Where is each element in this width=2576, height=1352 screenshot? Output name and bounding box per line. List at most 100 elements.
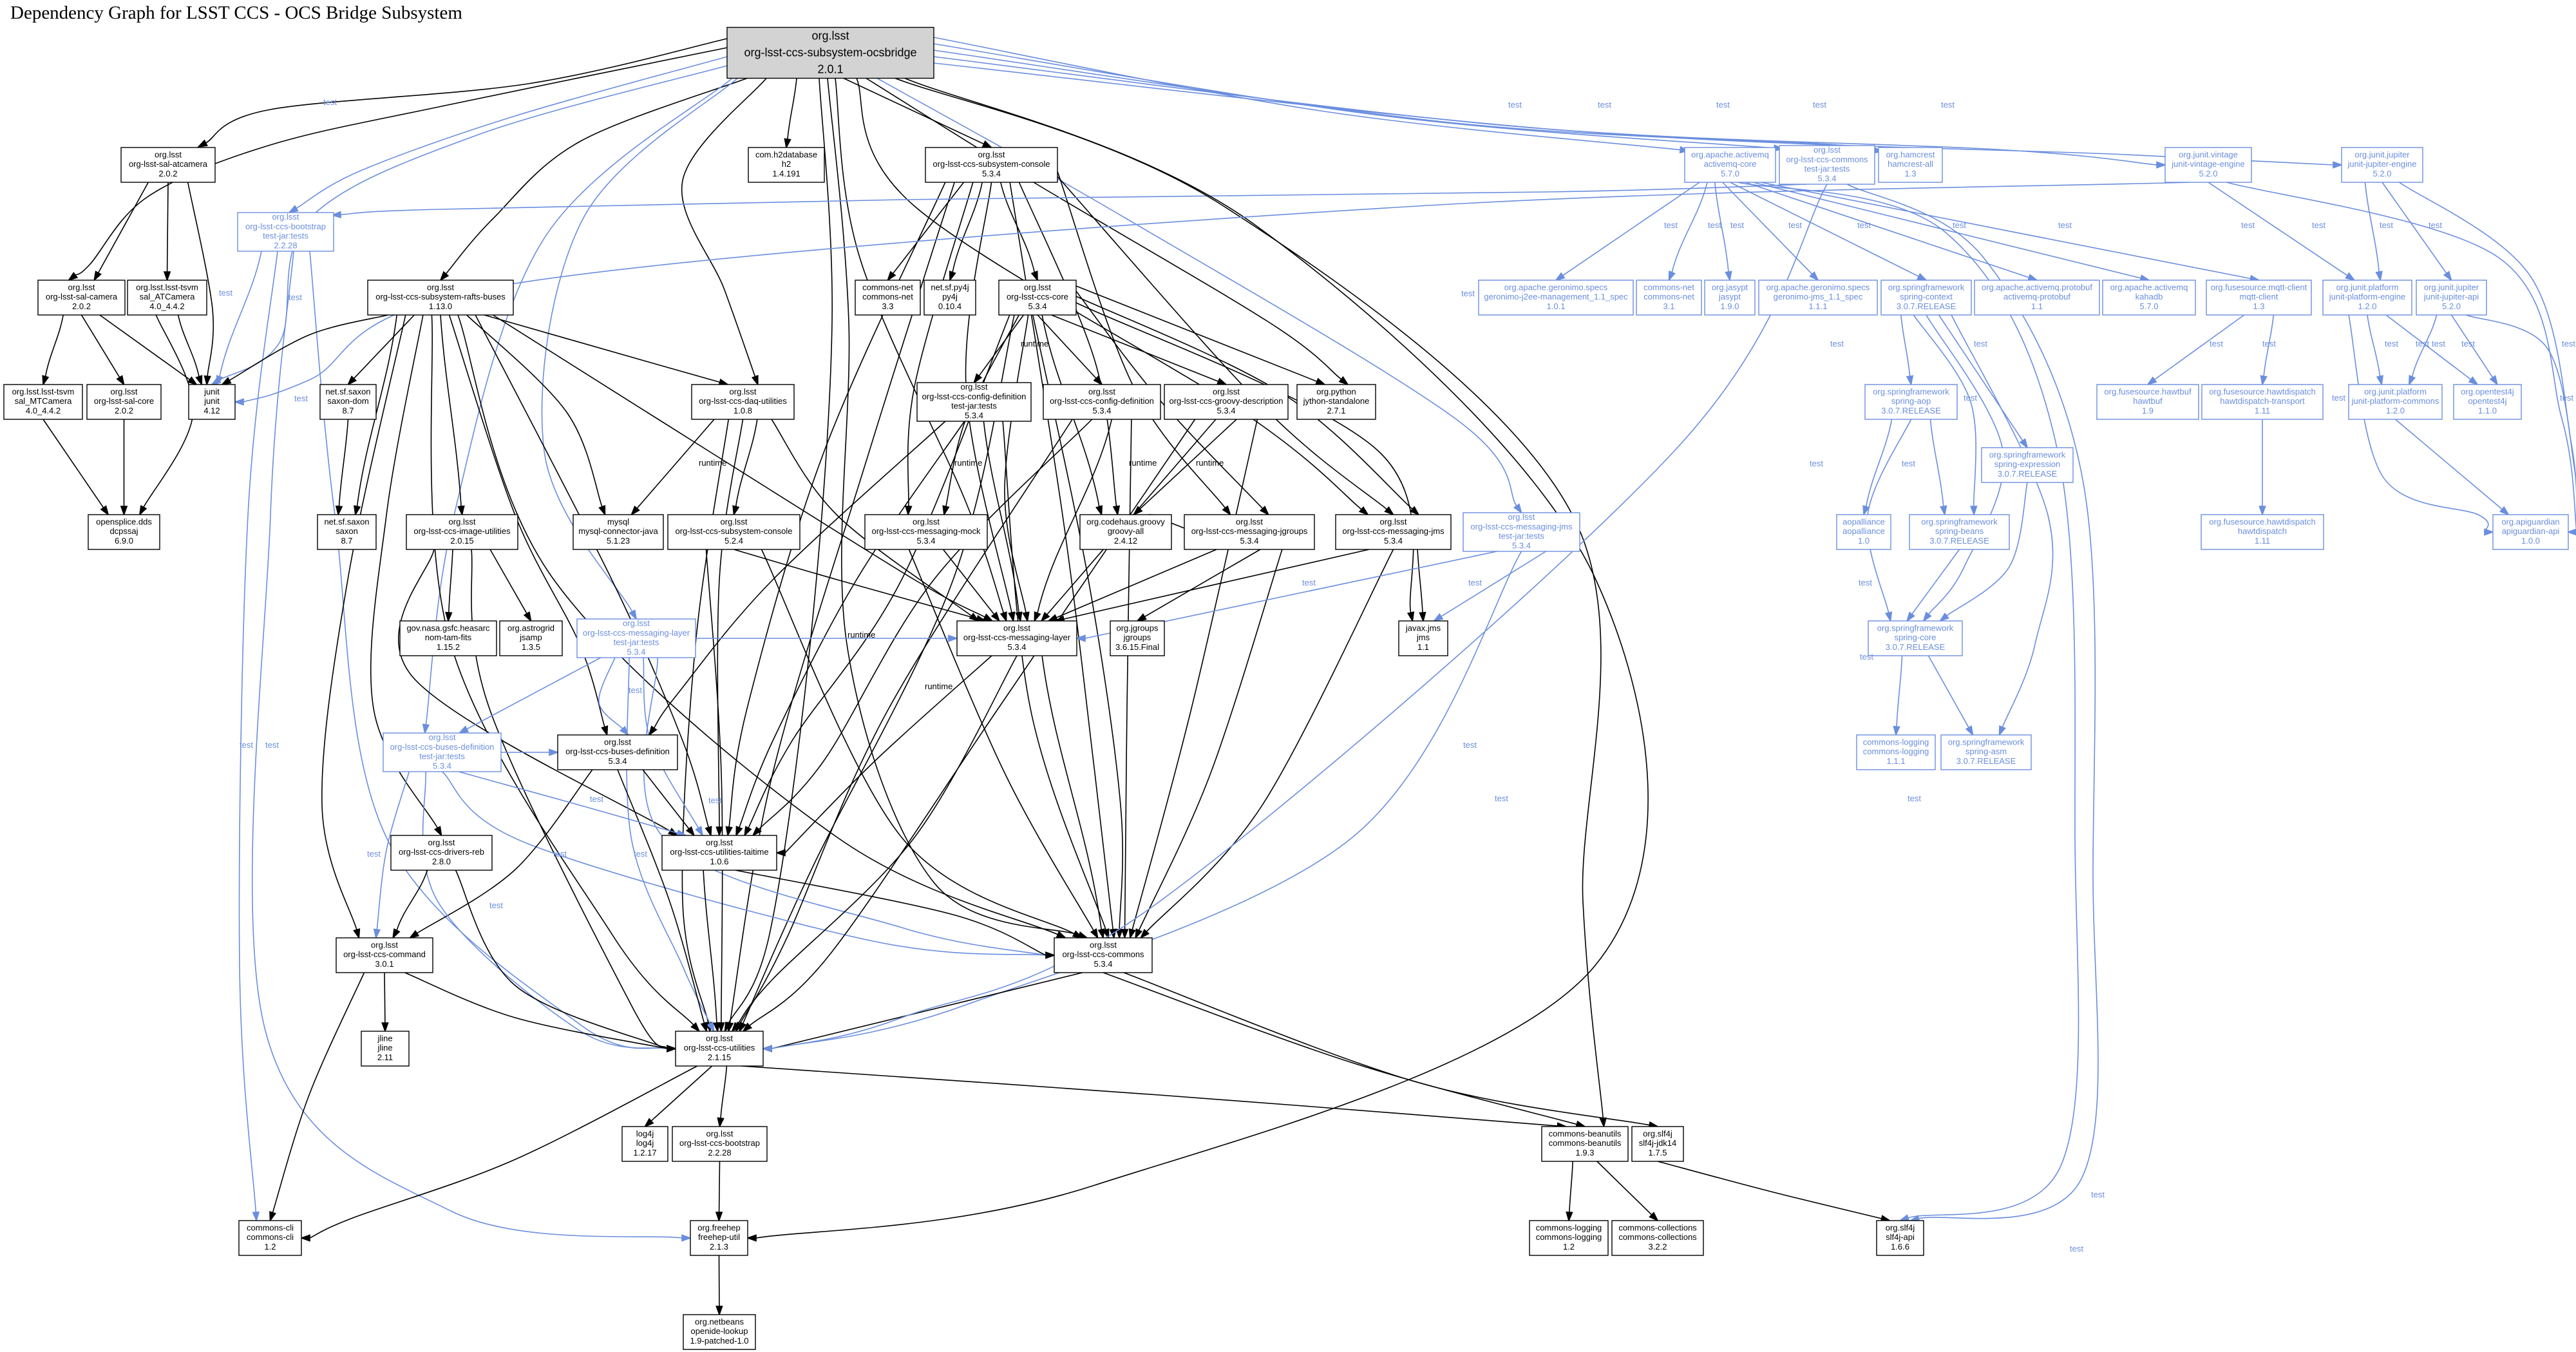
svg-text:jgroups: jgroups [1123,633,1151,642]
svg-text:commons-net: commons-net [1643,283,1694,292]
svg-text:org.lsst: org.lsst [721,517,748,527]
svg-text:org.slf4j: org.slf4j [1643,1129,1672,1139]
svg-text:test-jar:tests: test-jar:tests [1804,164,1850,174]
svg-text:org.lsst: org.lsst [623,618,650,628]
svg-text:test: test [1495,794,1508,803]
svg-text:org-lsst-ccs-image-utilities: org-lsst-ccs-image-utilities [413,526,511,536]
svg-text:1.15.2: 1.15.2 [437,642,460,652]
svg-text:junit: junit [204,396,220,406]
svg-text:jline: jline [377,1043,392,1052]
svg-text:org.lsst.lsst-tsvm: org.lsst.lsst-tsvm [136,283,198,292]
svg-text:commons-beanutils: commons-beanutils [1549,1129,1622,1139]
svg-text:org-lsst-ccs-config-definition: org-lsst-ccs-config-definition [1050,396,1154,406]
svg-text:commons-collections: commons-collections [1618,1223,1697,1233]
svg-text:org.lsst: org.lsst [68,283,95,292]
svg-text:org.lsst: org.lsst [706,838,733,848]
svg-text:1.1: 1.1 [2031,301,2043,311]
svg-text:3.0.7.RELEASE: 3.0.7.RELEASE [1886,642,1946,652]
svg-text:org-lsst-ccs-core: org-lsst-ccs-core [1007,292,1068,301]
svg-text:saxon-dom: saxon-dom [327,396,368,406]
svg-text:5.3.4: 5.3.4 [609,756,627,766]
svg-text:1.4.191: 1.4.191 [772,169,800,178]
svg-text:org.lsst: org.lsst [272,212,299,222]
svg-text:org-lsst-ccs-commons: org-lsst-ccs-commons [1062,949,1144,959]
svg-text:1.9.3: 1.9.3 [1576,1148,1595,1157]
svg-text:runtime: runtime [925,681,952,691]
svg-text:net.sf.saxon: net.sf.saxon [324,517,369,527]
svg-text:org.apache.activemq: org.apache.activemq [2110,283,2188,292]
svg-text:org.springframework: org.springframework [1948,738,2025,747]
svg-text:5.3.4: 5.3.4 [965,410,983,420]
svg-text:test: test [1830,339,1844,348]
svg-text:test: test [1813,100,1826,109]
svg-text:junit-jupiter-api: junit-jupiter-api [2423,292,2479,301]
svg-text:org-lsst-ccs-messaging-jgroups: org-lsst-ccs-messaging-jgroups [1191,526,1308,536]
svg-text:saxon: saxon [336,526,358,536]
svg-text:1.2.0: 1.2.0 [2386,406,2405,415]
svg-text:2.7.1: 2.7.1 [1327,406,1346,415]
svg-text:5.2.0: 5.2.0 [2199,169,2218,178]
svg-text:org.apache.geronimo.specs: org.apache.geronimo.specs [1766,283,1870,292]
svg-text:test: test [1857,220,1871,230]
svg-text:test: test [294,394,308,403]
svg-text:1.0.1: 1.0.1 [1547,301,1566,311]
svg-text:org.lsst: org.lsst [429,732,456,742]
svg-text:commons-net: commons-net [862,283,913,292]
svg-text:5.3.4: 5.3.4 [1240,536,1259,546]
svg-text:1.1: 1.1 [1417,642,1429,652]
svg-text:test: test [2432,339,2445,348]
svg-text:org-lsst-ccs-messaging-layer: org-lsst-ccs-messaging-layer [963,633,1071,642]
svg-text:jms: jms [1416,633,1430,642]
svg-text:test: test [2461,339,2475,348]
svg-text:org.lsst.lsst-tsvm: org.lsst.lsst-tsvm [12,387,75,397]
svg-text:org.junit.jupiter: org.junit.jupiter [2424,283,2479,292]
svg-text:org.opentest4j: org.opentest4j [2461,387,2514,397]
svg-text:org-lsst-ccs-messaging-jms: org-lsst-ccs-messaging-jms [1342,526,1444,536]
svg-text:opensplice.dds: opensplice.dds [96,517,152,527]
svg-text:3.0.1: 3.0.1 [375,959,394,969]
svg-text:freehep-util: freehep-util [698,1232,740,1242]
svg-text:test: test [1716,100,1730,109]
svg-text:1.9-patched-1.0: 1.9-patched-1.0 [690,1336,748,1346]
svg-text:test: test [1664,220,1678,230]
svg-text:mysql-connector-java: mysql-connector-java [578,526,658,536]
svg-text:org-lsst-ccs-command: org-lsst-ccs-command [343,949,426,959]
svg-text:3.2.2: 3.2.2 [1649,1242,1667,1252]
svg-text:junit-platform-commons: junit-platform-commons [2351,396,2439,406]
svg-text:org.junit.jupiter: org.junit.jupiter [2354,150,2410,160]
svg-text:gov.nasa.gsfc.heasarc: gov.nasa.gsfc.heasarc [406,624,490,633]
svg-text:org-lsst-ccs-bootstrap: org-lsst-ccs-bootstrap [245,222,326,231]
svg-text:2.11: 2.11 [377,1052,393,1062]
svg-text:3.0.7.RELEASE: 3.0.7.RELEASE [1929,536,1989,546]
svg-text:org.lsst: org.lsst [913,517,940,527]
svg-text:test: test [2416,339,2429,348]
svg-text:org.jasypt: org.jasypt [1712,283,1748,292]
svg-text:8.7: 8.7 [342,406,354,415]
svg-text:org.lsst: org.lsst [1236,517,1263,527]
svg-text:test: test [629,685,642,695]
svg-text:runtime: runtime [848,630,875,640]
svg-text:apiguardian-api: apiguardian-api [2502,526,2560,536]
svg-text:jsamp: jsamp [519,633,542,642]
svg-text:test: test [1941,100,1955,109]
svg-text:1.2.17: 1.2.17 [633,1148,656,1157]
svg-text:org.lsst: org.lsst [706,1034,733,1043]
svg-text:1.11: 1.11 [2255,406,2270,415]
svg-text:1.0.0: 1.0.0 [2521,536,2540,546]
svg-text:javax.jms: javax.jms [1405,624,1441,633]
svg-text:sal_ATCamera: sal_ATCamera [140,292,196,301]
svg-text:activemq-protobuf: activemq-protobuf [2003,292,2070,301]
svg-text:mysql: mysql [607,517,629,527]
svg-text:test: test [2385,339,2398,348]
svg-text:geronimo-j2ee-management_1.1_s: geronimo-j2ee-management_1.1_spec [1484,292,1628,301]
svg-text:org-lsst-ccs-buses-definition: org-lsst-ccs-buses-definition [565,747,670,756]
svg-text:1.0.8: 1.0.8 [734,406,752,415]
svg-text:org.lsst: org.lsst [449,517,476,527]
svg-text:org.lsst: org.lsst [427,283,454,292]
svg-text:org.lsst: org.lsst [706,1129,734,1139]
svg-text:test: test [2262,339,2276,348]
svg-text:1.3.5: 1.3.5 [522,642,540,652]
svg-text:3.3: 3.3 [882,301,893,311]
svg-text:org.springframework: org.springframework [1877,624,1954,633]
svg-text:5.3.4: 5.3.4 [1818,173,1837,183]
